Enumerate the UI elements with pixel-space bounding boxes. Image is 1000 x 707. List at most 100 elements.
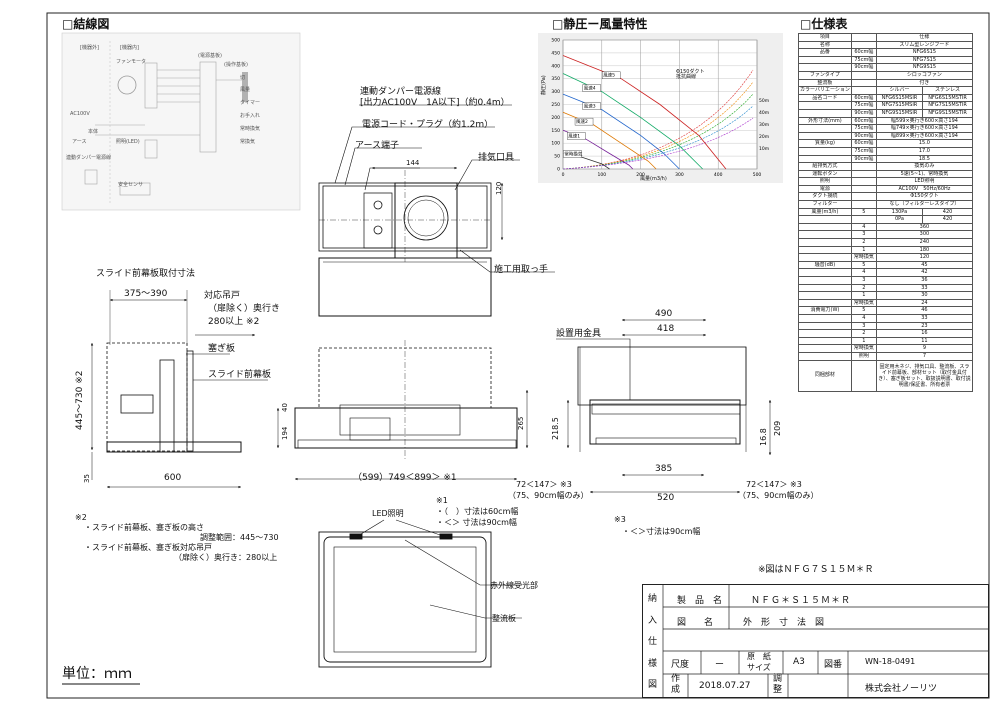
bottom-view xyxy=(318,519,522,668)
note1-a: ・（ ）寸法は60cm幅 xyxy=(436,507,519,516)
dim-72-147-right: 72＜147＞ ※3 xyxy=(746,480,802,489)
chart-ytick-label: 150 xyxy=(551,128,560,134)
spec-row: 整流板付き xyxy=(798,78,974,88)
spec-cell: 9 xyxy=(875,344,974,353)
spec-cell: フィルター xyxy=(798,200,852,209)
wiring-label-fan-motor: ファンモータ xyxy=(116,59,147,65)
wiring-label-care: お手入れ xyxy=(240,113,261,119)
spec-cell: 外形寸法(mm) xyxy=(798,116,852,126)
wiring-label-ac: AC100V xyxy=(70,111,90,117)
spec-cell: 3 xyxy=(850,321,877,331)
spec-cell xyxy=(850,184,877,194)
scale-label: 尺度 xyxy=(671,660,690,670)
spec-cell: 幅749×奥行き600×高さ194 xyxy=(875,124,974,133)
spec-cell: 幅599×奥行き600×高さ194 xyxy=(875,116,974,126)
wiring-label-inside: [機器内] xyxy=(120,45,139,51)
note1-b: ・＜＞ 寸法は90cm幅 xyxy=(436,518,517,527)
note3-a: ・＜＞寸法は90cm幅 xyxy=(622,527,701,536)
made-date: 2018.07.27 xyxy=(699,681,751,691)
airflow-ylabel: 静圧(Pa) xyxy=(541,75,547,95)
spec-cell: NFG7S15MSIR xyxy=(875,101,924,110)
note2-b: ・スライド前幕板、塞ぎ板対応吊戸 xyxy=(84,543,212,552)
spec-cell xyxy=(850,162,877,171)
wiring-label-timer: タイマー xyxy=(240,100,261,106)
spec-cell: 3 xyxy=(850,276,877,285)
check-label: 調 整 xyxy=(773,674,783,695)
spec-cell xyxy=(798,215,852,224)
label-mount: 設置用金具 xyxy=(556,329,602,339)
section-title-spec: □仕様表 xyxy=(800,17,848,31)
note1-title: ※1 xyxy=(436,496,448,505)
spec-cell: 整流板 xyxy=(798,78,852,88)
spec-cell: 4 xyxy=(850,222,877,232)
spec-cell xyxy=(798,291,852,300)
spec-cell xyxy=(798,245,852,255)
spec-cell: 質量(kg) xyxy=(798,139,852,148)
spec-cell xyxy=(850,86,877,95)
dim-width: （599）749＜899＞ ※1 xyxy=(353,473,457,483)
label-hanging-1: 対応吊戸 xyxy=(204,291,241,301)
spec-cell: 7 xyxy=(875,351,974,361)
wiring-diagram xyxy=(61,32,301,211)
paper-size: A3 xyxy=(793,657,805,667)
wiring-label-constant: 常時換気 xyxy=(240,126,261,132)
spec-cell: 75cm幅 xyxy=(850,124,877,133)
spec-cell: 幅899×奥行き600×高さ194 xyxy=(875,131,974,141)
spec-cell: 60cm幅 xyxy=(850,116,877,126)
dim-194: 194 xyxy=(281,426,289,440)
spec-cell xyxy=(798,124,852,133)
spec-cell xyxy=(798,63,852,72)
chart-series-label: 風速4 xyxy=(584,86,596,92)
spec-cell: NFG6S15 xyxy=(875,48,974,57)
spec-cell: 1 xyxy=(850,245,877,255)
spec-cell: 3 xyxy=(850,230,877,240)
chart-ytick-label: 50 xyxy=(554,154,560,160)
chart-series-label: 風速1 xyxy=(568,133,580,139)
spec-cell: NFG9S15 xyxy=(875,63,974,72)
drawing-number: WN-18-0491 xyxy=(865,657,916,666)
spec-cell: 5 xyxy=(850,306,877,315)
chart-xtick-label: 500 xyxy=(753,172,762,178)
spec-cell: ダクト接続 xyxy=(798,192,852,202)
paper-label: 原 紙 サイズ xyxy=(747,652,771,672)
spec-cell: 5速(5~1)、常時換気 xyxy=(875,169,974,179)
spec-cell: NFG7S15 xyxy=(875,55,974,65)
chart-series-label: 常時換気 xyxy=(564,150,582,157)
spec-cell: 電源 xyxy=(798,184,852,194)
spec-cell: 風量(m3/h) xyxy=(798,207,852,217)
spec-cell xyxy=(798,298,852,308)
chart-series-line xyxy=(562,55,727,170)
chart-ytick-label: 0 xyxy=(557,167,560,173)
chart-xtick-label: 0 xyxy=(562,172,565,178)
side-char-2: 入 xyxy=(648,615,658,626)
label-led: LED照明 xyxy=(372,509,404,518)
side-char-3: 仕 xyxy=(648,637,658,647)
spec-cell: 24 xyxy=(875,298,974,308)
dim-16-8: 16.8 xyxy=(759,428,768,446)
note2-title: ※2 xyxy=(75,513,87,522)
spec-cell: 60cm幅 xyxy=(850,48,877,57)
spec-cell: 90cm幅 xyxy=(850,63,877,72)
chart-ytick-label: 350 xyxy=(551,76,560,82)
spec-cell: 照明 xyxy=(798,177,852,186)
label-earth-terminal: アース端子 xyxy=(355,141,400,151)
label-power-cord: 電源コード・プラグ（約1.2m） xyxy=(362,120,494,130)
label-hanging-2: （扉除く）奥行き xyxy=(208,304,281,314)
spec-cell: 33 xyxy=(875,283,974,293)
